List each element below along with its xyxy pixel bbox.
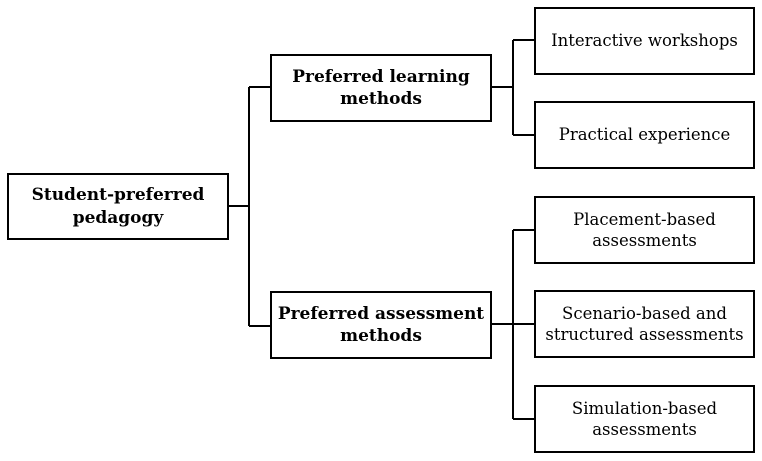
branch-node-preferred-learning-methods: Preferred learning methods [270,54,492,122]
leaf-node-practical-experience: Practical experience [534,101,755,169]
root-node-student-preferred-pedagogy: Student-preferred pedagogy [7,173,229,240]
branch-node-preferred-assessment-methods: Preferred assessment methods [270,291,492,359]
leaf-node-interactive-workshops: Interactive workshops [534,7,755,75]
leaf-node-simulation-based-assessments: Simulation-based assessments [534,385,755,453]
leaf-node-placement-based-assessments: Placement-based assessments [534,196,755,264]
leaf-node-scenario-based-structured-assessments: Scenario-based and structured assessment… [534,290,755,358]
